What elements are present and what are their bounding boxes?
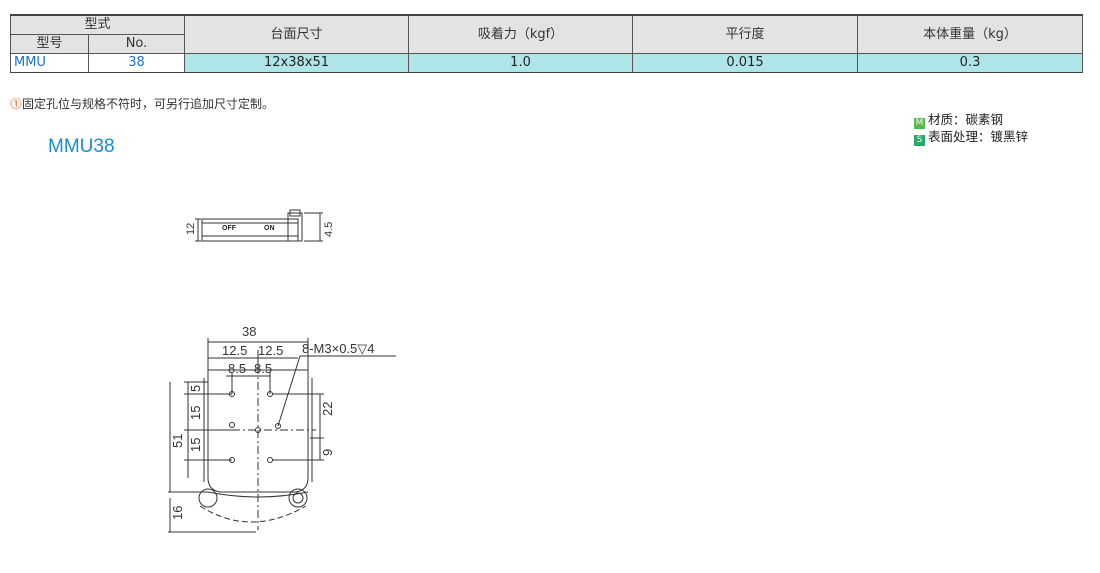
dim-22: 22	[320, 402, 335, 416]
off-label: OFF	[222, 225, 237, 232]
no-cell: 38	[87, 53, 186, 73]
material-text: 材质：碳素钢	[928, 112, 1004, 127]
dim-width: 38	[242, 324, 256, 339]
size-cell: 12x38x51	[184, 53, 410, 73]
dim-half-left: 12.5	[222, 343, 247, 358]
parallel-cell: 0.015	[632, 53, 859, 73]
dim-knob: 4.5	[323, 222, 335, 237]
side-body	[201, 218, 299, 242]
table-row: MMU 38 12x38x51 1.0 0.015 0.3	[10, 53, 1084, 73]
dim-height: 12	[185, 223, 197, 235]
left-lug	[198, 488, 218, 508]
on-label: ON	[264, 225, 275, 232]
custom-note: ⓵固定孔位与规格不符时，可另行追加尺寸定制。	[10, 95, 274, 112]
dim-half-right: 12.5	[258, 343, 283, 358]
dim-9: 9	[320, 449, 335, 456]
dim-16: 16	[170, 506, 185, 520]
product-title: MMU38	[48, 136, 115, 157]
weight-header: 本体重量（kg）	[857, 14, 1084, 54]
no-header: No.	[87, 34, 186, 54]
header-row-2: 型号 No.	[10, 34, 1083, 54]
model-header: 型号	[10, 34, 89, 54]
spec-table: 型式 台面尺寸 吸着力（kgf） 平行度 本体重量（kg） 型号 No. MMU…	[9, 14, 1084, 73]
surface-badge-icon: S	[914, 135, 925, 146]
side-view-drawing: OFF ON 12 4.5	[185, 209, 335, 242]
model-cell: MMU	[10, 53, 89, 73]
type-group-header: 型式	[9, 14, 186, 35]
dim-5: 5	[188, 385, 203, 392]
force-cell: 1.0	[408, 53, 634, 73]
dim-15a: 15	[188, 406, 203, 420]
dim-15b: 15	[188, 438, 203, 452]
weight-cell: 0.3	[857, 53, 1084, 73]
warning-icon: ⓵	[10, 97, 23, 111]
force-header: 吸着力（kgf）	[408, 14, 634, 54]
parallel-header: 平行度	[632, 14, 859, 54]
dim-hole-left: 8.5	[228, 361, 246, 376]
side-knob	[287, 212, 303, 242]
top-body	[207, 370, 309, 493]
material-badge-icon: M	[914, 118, 925, 129]
surface-text: 表面处理：镀黑锌	[928, 129, 1029, 144]
header-row-1: 型式 台面尺寸 吸着力（kgf） 平行度 本体重量（kg）	[9, 14, 1084, 54]
size-header: 台面尺寸	[184, 14, 410, 54]
note-text: 固定孔位与规格不符时，可另行追加尺寸定制。	[22, 97, 275, 111]
right-lug	[288, 488, 308, 508]
dim-51: 51	[170, 434, 185, 448]
dim-hole-right: 8.5	[254, 361, 272, 376]
top-view-drawing: 38 12.5 12.5 8.5 8.5 8-M3×0.5▽4 5 15 15 …	[168, 324, 396, 533]
hole-spec: 8-M3×0.5▽4	[302, 341, 375, 356]
